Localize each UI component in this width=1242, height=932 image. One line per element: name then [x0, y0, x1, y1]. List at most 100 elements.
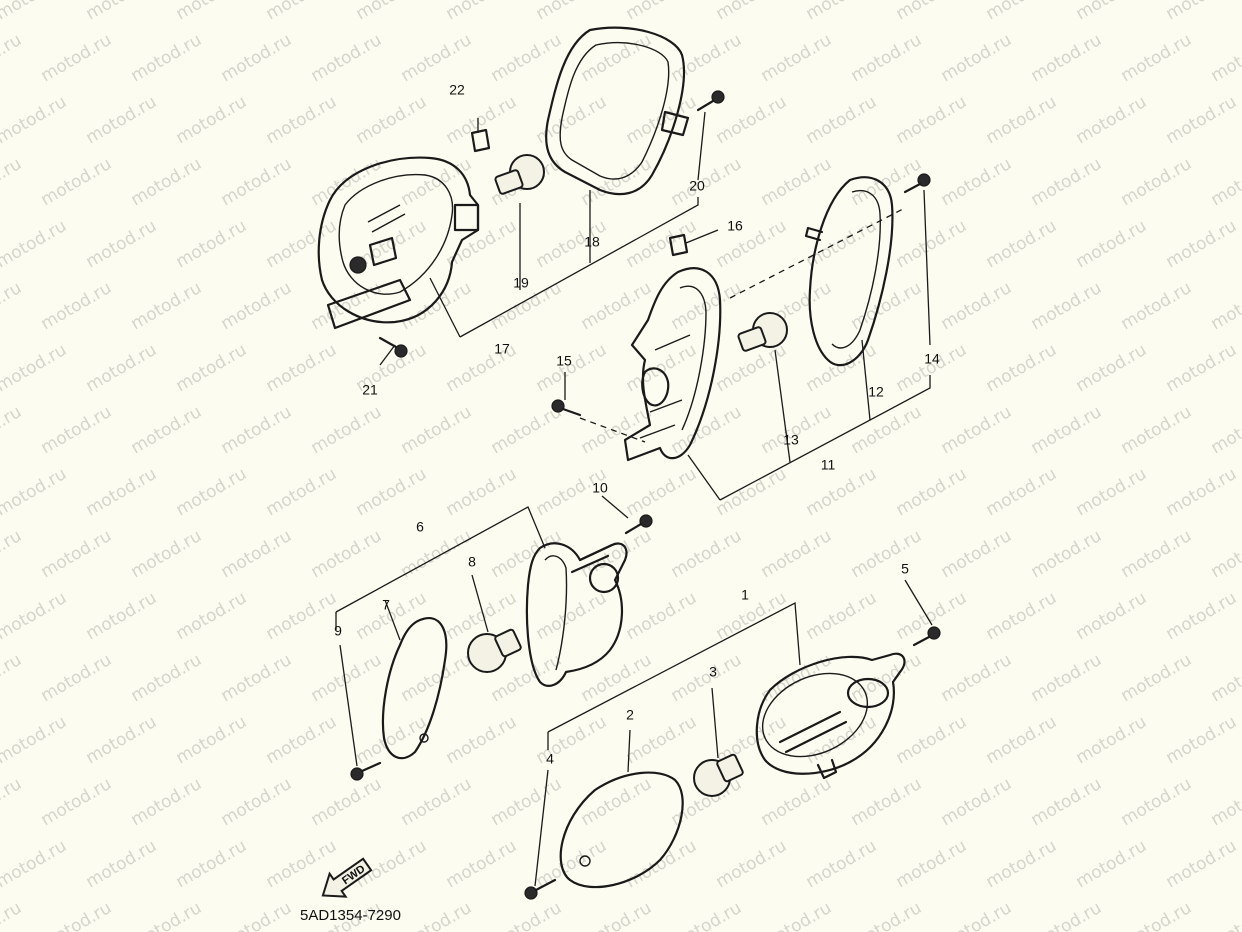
watermark-text: motod.ru — [1208, 278, 1242, 334]
watermark-text: motod.ru — [983, 712, 1061, 768]
watermark-text: motod.ru — [1073, 712, 1151, 768]
watermark-text: motod.ru — [83, 588, 161, 644]
watermark-text: motod.ru — [263, 712, 341, 768]
watermark-text: motod.ru — [1028, 402, 1106, 458]
screw-9 — [350, 761, 382, 781]
watermark-text: motod.ru — [893, 836, 971, 892]
watermark-text: motod.ru — [83, 216, 161, 272]
watermark-text: motod.ru — [1163, 0, 1241, 24]
watermark-text: motod.ru — [758, 526, 836, 582]
watermark-text: motod.ru — [1163, 340, 1241, 396]
watermark-text: motod.ru — [848, 526, 926, 582]
watermark-text: motod.ru — [1118, 526, 1196, 582]
bulb-13 — [737, 312, 788, 352]
watermark-text: motod.ru — [398, 526, 476, 582]
watermark-text: motod.ru — [1163, 836, 1241, 892]
watermark-text: motod.ru — [668, 650, 746, 706]
watermark-text: motod.ru — [488, 898, 566, 932]
watermark-text: motod.ru — [983, 836, 1061, 892]
watermark-text: motod.ru — [1028, 650, 1106, 706]
watermark-text: motod.ru — [308, 526, 386, 582]
watermark-text: motod.ru — [263, 0, 341, 24]
watermark-text: motod.ru — [623, 216, 701, 272]
watermark-text: motod.ru — [1028, 30, 1106, 86]
diagram-code: 5AD1354-7290 — [300, 907, 401, 924]
watermark-text: motod.ru — [758, 154, 836, 210]
watermark-text: motod.ru — [983, 92, 1061, 148]
callout-3: 3 — [709, 664, 717, 680]
watermark-text: motod.ru — [83, 340, 161, 396]
watermark-text: motod.ru — [38, 154, 116, 210]
watermark-text: motod.ru — [1163, 712, 1241, 768]
watermark-text: motod.ru — [893, 92, 971, 148]
watermark-text: motod.ru — [938, 650, 1016, 706]
watermark-text: motod.ru — [983, 464, 1061, 520]
watermark-text: motod.ru — [1073, 0, 1151, 24]
watermark-text: motod.ru — [128, 526, 206, 582]
watermark-text: motod.ru — [1208, 774, 1242, 830]
callout-1: 1 — [741, 587, 749, 603]
watermark-text: motod.ru — [308, 650, 386, 706]
watermark-text: motod.ru — [848, 402, 926, 458]
watermark-text: motod.ru — [263, 464, 341, 520]
watermark-text: motod.ru — [353, 92, 431, 148]
screw-4 — [524, 878, 557, 900]
callout-9: 9 — [334, 623, 342, 639]
watermark-text: motod.ru — [533, 0, 611, 24]
callout-7: 7 — [382, 597, 390, 613]
watermark-text: motod.ru — [938, 774, 1016, 830]
watermark-text: motod.ru — [713, 0, 791, 24]
watermark-text: motod.ru — [533, 92, 611, 148]
callout-10: 10 — [592, 480, 608, 496]
watermark-text: motod.ru — [983, 216, 1061, 272]
watermark-text: motod.ru — [38, 650, 116, 706]
callout-12: 12 — [868, 384, 884, 400]
watermark-text: motod.ru — [173, 0, 251, 24]
watermark-text: motod.ru — [38, 278, 116, 334]
watermark-text: motod.ru — [848, 278, 926, 334]
watermark-text: motod.ru — [128, 278, 206, 334]
watermark-text: motod.ru — [803, 92, 881, 148]
watermark-text: motod.ru — [218, 898, 296, 932]
watermark-text: motod.ru — [128, 774, 206, 830]
watermark-text: motod.ru — [803, 216, 881, 272]
watermark-text: motod.ru — [0, 774, 25, 830]
watermark-text: motod.ru — [128, 402, 206, 458]
watermark-text: motod.ru — [308, 30, 386, 86]
callout-6: 6 — [416, 519, 424, 535]
callout-2: 2 — [626, 707, 634, 723]
watermark-text: motod.ru — [938, 526, 1016, 582]
watermark-text: motod.ru — [0, 650, 25, 706]
watermark-text: motod.ru — [38, 402, 116, 458]
watermark-text: motod.ru — [578, 774, 656, 830]
watermark-text: motod.ru — [893, 0, 971, 24]
watermark-text: motod.ru — [218, 154, 296, 210]
watermark-text: motod.ru — [488, 774, 566, 830]
watermark-text: motod.ru — [848, 30, 926, 86]
watermark-text: motod.ru — [398, 402, 476, 458]
watermark-text: motod.ru — [83, 464, 161, 520]
watermark-text: motod.ru — [1118, 278, 1196, 334]
watermark-text: motod.ru — [803, 836, 881, 892]
watermark-text: motod.ru — [623, 464, 701, 520]
watermark-text: motod.ru — [218, 402, 296, 458]
watermark-text: motod.ru — [803, 0, 881, 24]
watermark-text: motod.ru — [173, 216, 251, 272]
watermark-text: motod.ru — [38, 774, 116, 830]
watermark-text: motod.ru — [38, 526, 116, 582]
callout-15: 15 — [556, 353, 572, 369]
watermark-text: motod.ru — [983, 588, 1061, 644]
housing-11 — [623, 267, 722, 462]
watermark-text: motod.ru — [1028, 526, 1106, 582]
watermark-text: motod.ru — [263, 216, 341, 272]
watermark-text: motod.ru — [1208, 650, 1242, 706]
watermark-text: motod.ru — [713, 464, 791, 520]
watermark-text: motod.ru — [38, 898, 116, 932]
watermark-text: motod.ru — [218, 30, 296, 86]
clip-22 — [470, 128, 491, 153]
watermark-text: motod.ru — [443, 0, 521, 24]
callout-17: 17 — [494, 341, 510, 357]
bulb-8 — [467, 628, 522, 673]
